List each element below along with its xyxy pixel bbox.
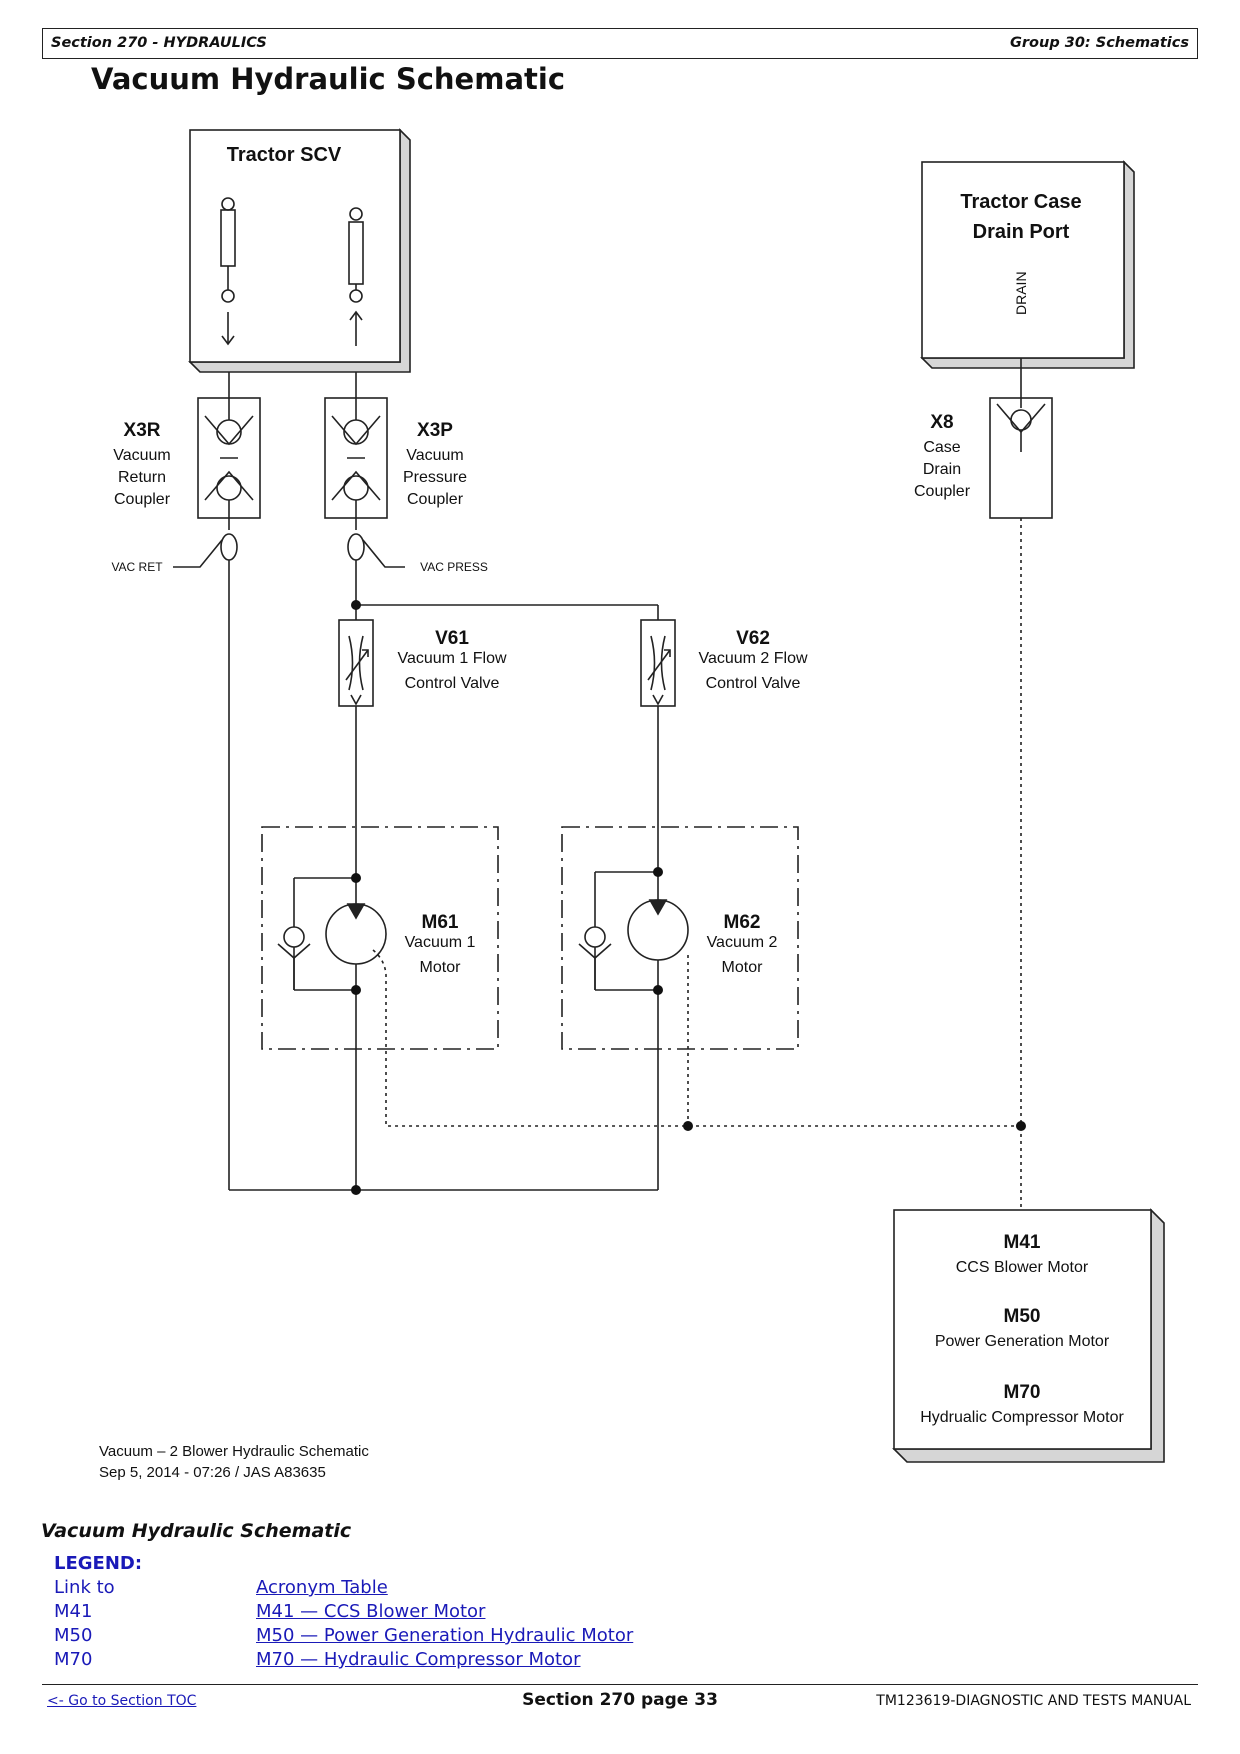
v62-id: V62 (736, 628, 770, 649)
m50-id: M50 (1004, 1306, 1041, 1327)
figure-caption: Vacuum – 2 Blower Hydraulic Schematic (99, 1443, 369, 1460)
m61-line1: Vacuum 1 (405, 934, 476, 951)
x3r-line1: Vacuum (113, 447, 171, 464)
x3p-line3: Coupler (407, 491, 464, 508)
v62-line1: Vacuum 2 Flow (698, 650, 808, 667)
legend: LEGEND: Link to Acronym Table M41 M41 — … (54, 1552, 633, 1672)
tractor-scv-label: Tractor SCV (227, 144, 342, 166)
m70-id: M70 (1004, 1382, 1041, 1403)
x3p-line1: Vacuum (406, 447, 464, 464)
x8-id: X8 (930, 412, 953, 433)
legend-key: M41 (54, 1601, 93, 1622)
legend-key: M70 (54, 1649, 93, 1670)
v62-valve (640, 619, 676, 707)
m62-line1: Vacuum 2 (707, 934, 778, 951)
page-header: Section 270 - HYDRAULICS Group 30: Schem… (42, 28, 1198, 59)
motors-box (893, 1209, 1152, 1450)
m62-enclosure (561, 826, 799, 1050)
page-number: Section 270 page 33 (522, 1690, 718, 1710)
x8-line1: Case (923, 439, 960, 456)
legend-row: Link to Acronym Table (54, 1576, 633, 1600)
footer-divider (42, 1684, 1198, 1685)
v61-id: V61 (435, 628, 469, 649)
acronym-table-link[interactable]: Acronym Table (256, 1577, 388, 1598)
legend-key: M50 (54, 1625, 93, 1646)
m41-id: M41 (1004, 1232, 1041, 1253)
section-label: Section 270 - HYDRAULICS (51, 35, 267, 51)
group-label: Group 30: Schematics (1009, 35, 1189, 51)
vac-press-label: VAC PRESS (420, 560, 488, 574)
x3p-line2: Pressure (403, 469, 467, 486)
m61-id: M61 (422, 912, 459, 933)
x3r-line2: Return (118, 469, 166, 486)
legend-row: M41 M41 — CCS Blower Motor (54, 1600, 633, 1624)
figure-title: Vacuum Hydraulic Schematic (41, 1520, 352, 1542)
m41-link[interactable]: M41 — CCS Blower Motor (256, 1601, 486, 1622)
tractor-scv-box (189, 129, 401, 363)
m70-link[interactable]: M70 — Hydraulic Compressor Motor (256, 1649, 581, 1670)
legend-title: LEGEND: (54, 1553, 143, 1574)
v61-valve (338, 619, 374, 707)
x8-line2: Drain (923, 461, 961, 478)
m61-line2: Motor (420, 959, 462, 976)
x3r-id: X3R (124, 420, 161, 441)
drain-port-label-2: Drain Port (973, 221, 1070, 243)
x8-coupler (989, 397, 1053, 519)
legend-row: M50 M50 — Power Generation Hydraulic Mot… (54, 1624, 633, 1648)
figure-stamp: Sep 5, 2014 - 07:26 / JAS A83635 (99, 1464, 326, 1481)
drain-port-label-1: Tractor Case (960, 191, 1081, 213)
page-title: Vacuum Hydraulic Schematic (91, 62, 566, 96)
legend-row: M70 M70 — Hydraulic Compressor Motor (54, 1648, 633, 1672)
drain-port-box (921, 161, 1125, 359)
m50-desc: Power Generation Motor (935, 1333, 1110, 1350)
drain-label: DRAIN (1013, 271, 1029, 315)
vac-ret-label: VAC RET (111, 560, 163, 574)
m70-desc: Hydrualic Compressor Motor (920, 1409, 1124, 1426)
hydraulic-schematic: Tractor SCV Tractor Case Drain Port DRAI… (99, 128, 1165, 1481)
m61-enclosure (261, 826, 499, 1050)
section-toc-link[interactable]: <- Go to Section TOC (47, 1693, 197, 1709)
x3p-id: X3P (417, 420, 453, 441)
m62-id: M62 (724, 912, 761, 933)
v61-line1: Vacuum 1 Flow (397, 650, 507, 667)
m41-desc: CCS Blower Motor (956, 1259, 1089, 1276)
legend-key: Link to (54, 1577, 115, 1598)
m62-line2: Motor (722, 959, 764, 976)
manual-id: TM123619-DIAGNOSTIC AND TESTS MANUAL (876, 1693, 1191, 1709)
m50-link[interactable]: M50 — Power Generation Hydraulic Motor (256, 1625, 634, 1646)
x3r-line3: Coupler (114, 491, 171, 508)
x8-line3: Coupler (914, 483, 971, 500)
v61-line2: Control Valve (405, 675, 500, 692)
v62-line2: Control Valve (706, 675, 801, 692)
